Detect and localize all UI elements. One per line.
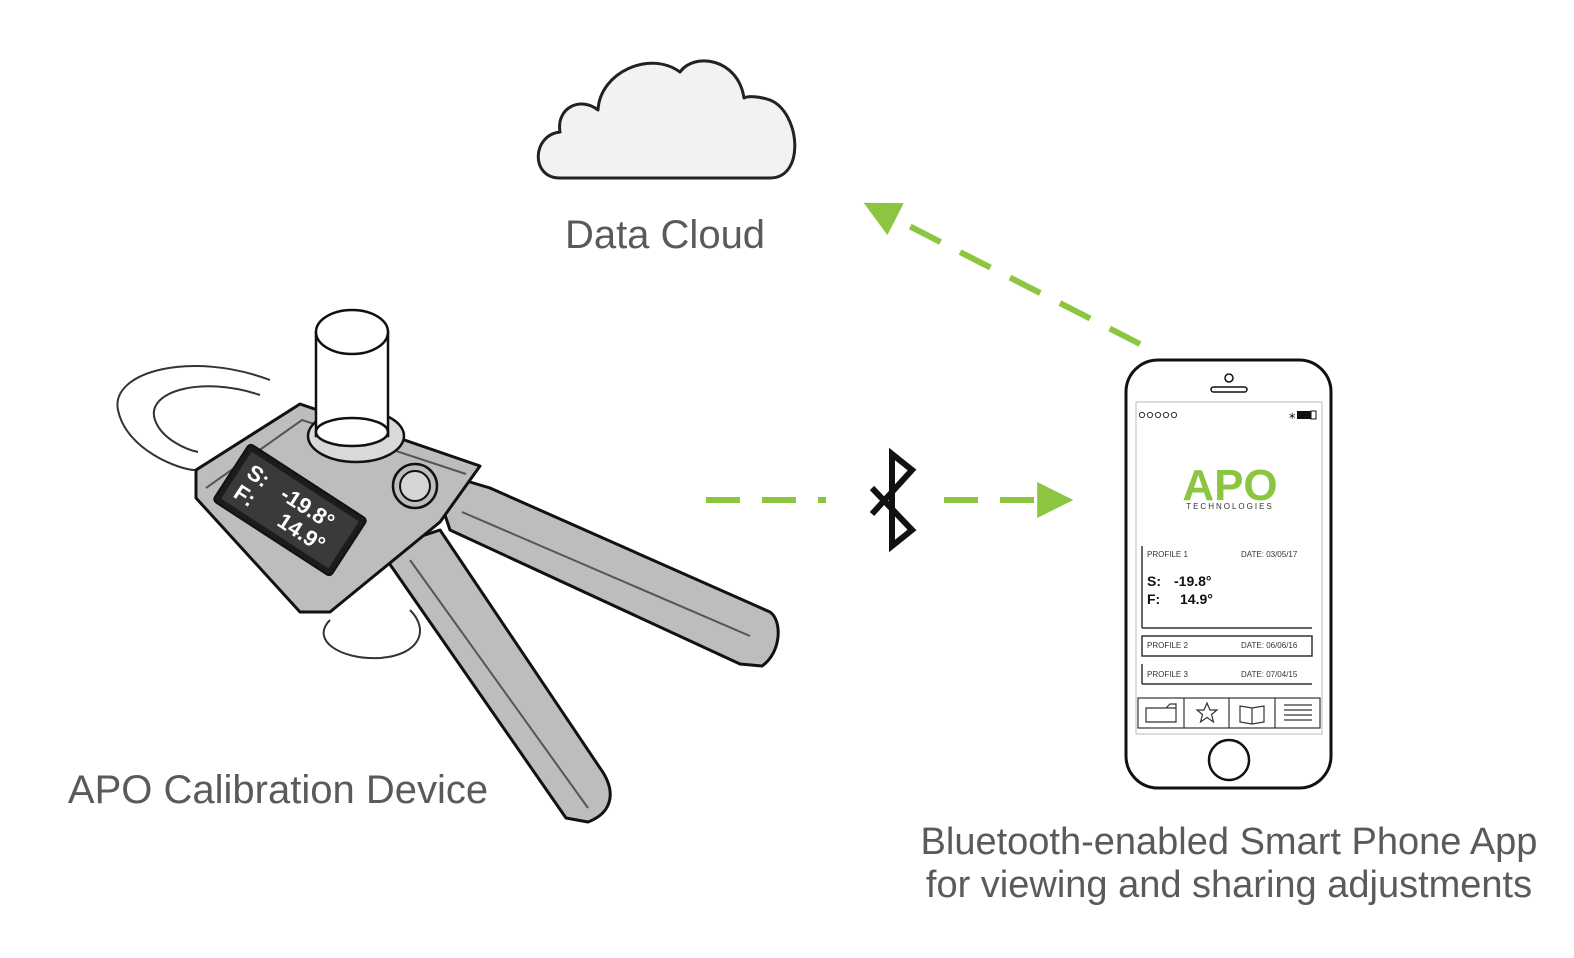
app-label-line1: Bluetooth-enabled Smart Phone App: [921, 821, 1538, 863]
apo-logo-subtitle: TECHNOLOGIES: [1186, 502, 1274, 511]
svg-text:∗: ∗: [1288, 411, 1296, 422]
profile-card-1[interactable]: PROFILE 1 DATE: 03/05/17 S: -19.8° F: 14…: [1141, 546, 1312, 629]
star-icon[interactable]: [1195, 701, 1219, 724]
folder-icon[interactable]: [1145, 703, 1177, 723]
profile-1-f-label: F:: [1147, 591, 1160, 607]
device-label: APO Calibration Device: [68, 768, 488, 812]
profile-1-s-label: S:: [1147, 573, 1161, 589]
bluetooth-icon: [869, 447, 917, 553]
cloud-icon: [536, 59, 797, 180]
tab-bar: [1137, 697, 1321, 729]
profile-card-2[interactable]: PROFILE 2 DATE: 06/06/16: [1141, 635, 1313, 657]
profile-1-s-value: -19.8°: [1174, 573, 1212, 589]
calibration-device: S: -19.8° F: 14.9°: [116, 308, 780, 824]
camera-icon: [1224, 373, 1234, 383]
profile-1-date: DATE: 03/05/17: [1241, 550, 1298, 559]
smartphone: ∗ APO TECHNOLOGIES PROFILE 1 DATE: 03/05…: [1124, 358, 1333, 790]
home-button[interactable]: [1207, 738, 1251, 782]
profile-1-f-value: 14.9°: [1180, 591, 1213, 607]
signal-icon: [1138, 411, 1178, 419]
profile-3-name: PROFILE 3: [1147, 670, 1188, 679]
app-label-line2: for viewing and sharing adjustments: [926, 864, 1532, 906]
cloud-label: Data Cloud: [565, 213, 765, 257]
battery-icon: ∗: [1288, 410, 1317, 422]
profile-3-date: DATE: 07/04/15: [1241, 670, 1298, 679]
profile-1-name: PROFILE 1: [1147, 550, 1188, 559]
menu-icon[interactable]: [1284, 704, 1312, 721]
profile-card-3[interactable]: PROFILE 3 DATE: 07/04/15: [1141, 664, 1312, 685]
apo-logo: APO: [1182, 461, 1277, 510]
upload-arrow: [863, 202, 1142, 347]
book-icon[interactable]: [1239, 705, 1265, 725]
profile-2-date: DATE: 06/06/16: [1241, 641, 1298, 650]
profile-2-name: PROFILE 2: [1147, 641, 1188, 650]
speaker-icon: [1210, 386, 1248, 393]
device-display: S: -19.8° F: 14.9°: [213, 443, 367, 577]
